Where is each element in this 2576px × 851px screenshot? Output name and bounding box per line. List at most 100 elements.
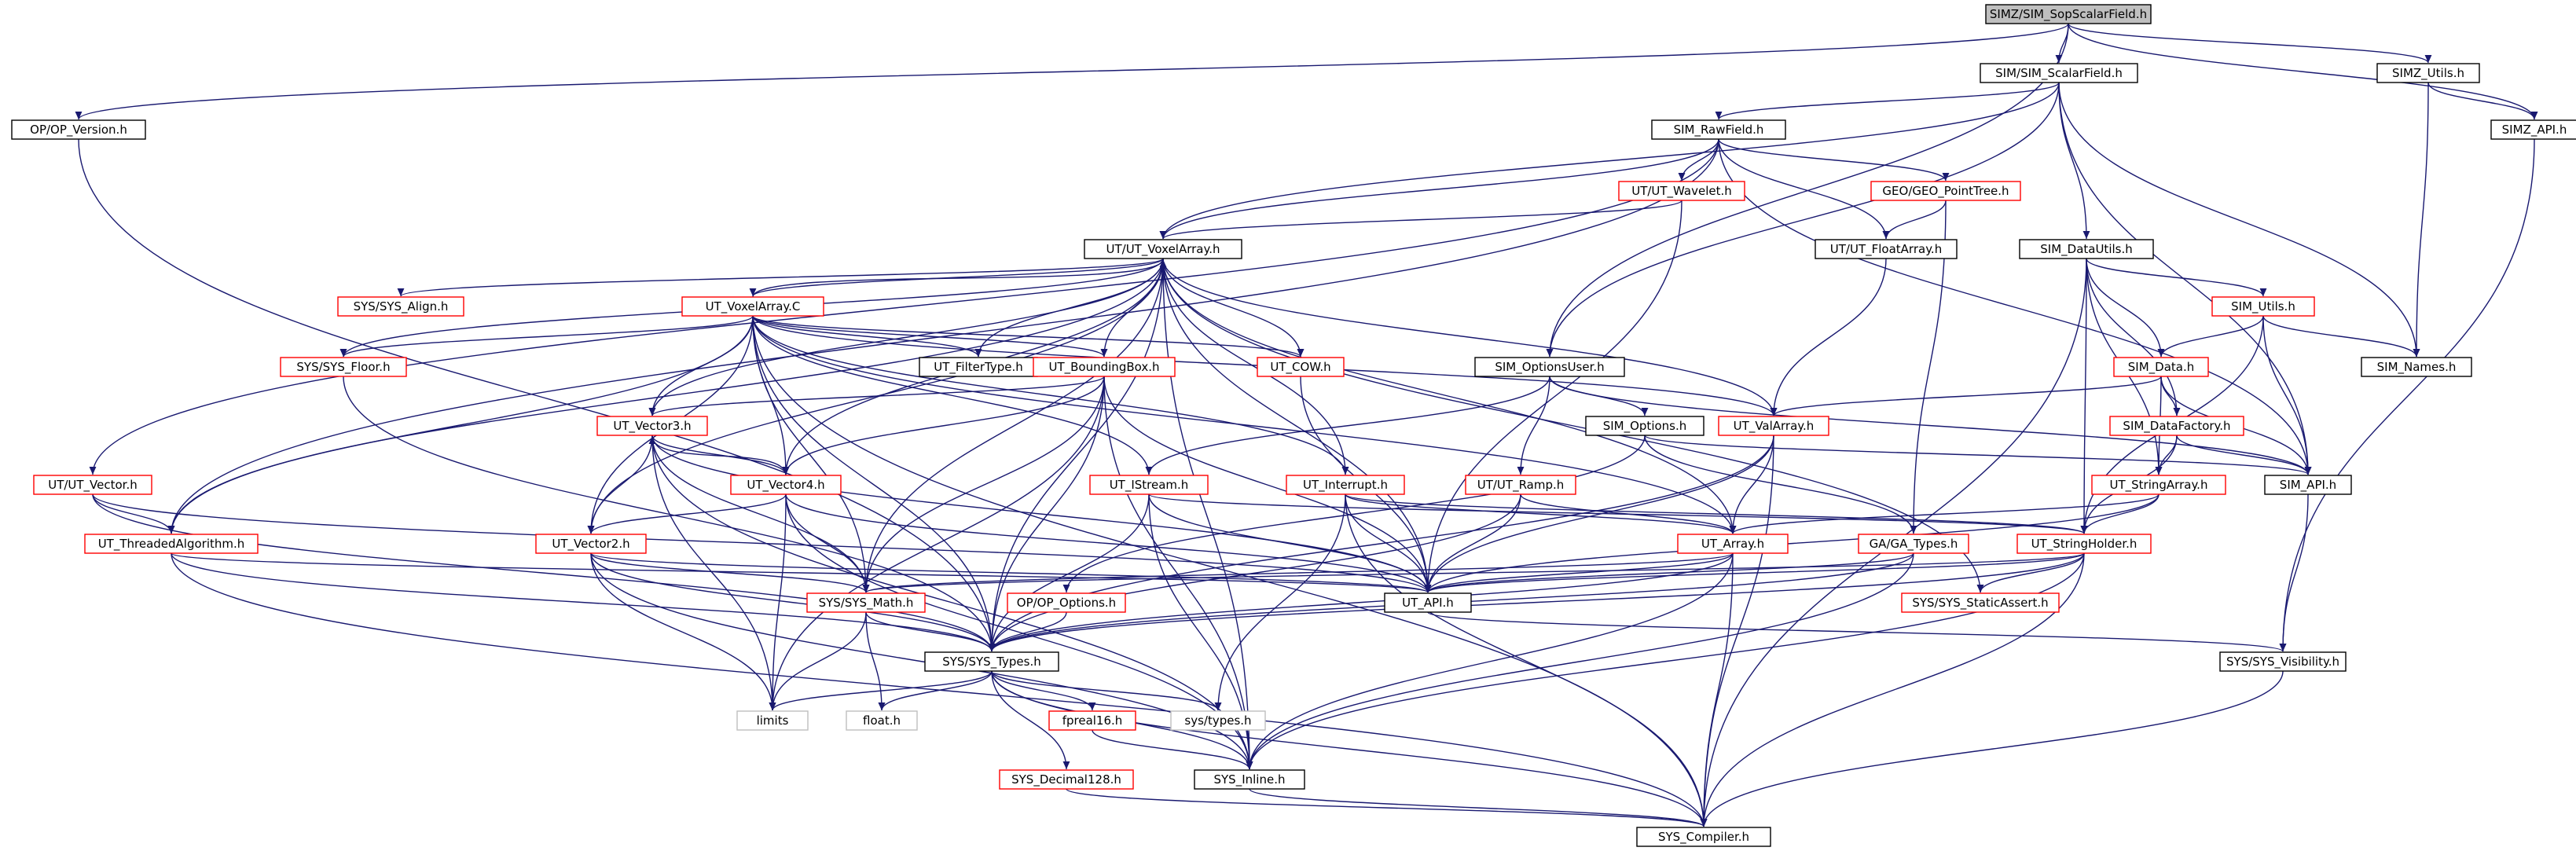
node-box — [1257, 357, 1345, 377]
node-ut-cow[interactable]: UT_COW.h — [1257, 357, 1345, 377]
node-label: SIM_API.h — [2280, 478, 2336, 493]
node-ut-istream[interactable]: UT_IStream.h — [1089, 475, 1209, 495]
edge-sim_rawfield-to-ut_voxelarray_h — [1159, 138, 1719, 240]
node-box — [2016, 534, 2152, 554]
node-box — [1870, 181, 2021, 201]
node-ut-stringholder[interactable]: UT_StringHolder.h — [2016, 534, 2152, 554]
edge-sim_utils-to-sim_data — [2157, 315, 2264, 358]
node-sys-compiler[interactable]: SYS_Compiler.h — [1636, 827, 1771, 847]
edge-ut_voxelarray_h-to-ut_voxelarray_c — [749, 258, 1164, 297]
node-simz-utils[interactable]: SIMZ_Utils.h — [2376, 63, 2480, 83]
node-ut-array[interactable]: UT_Array.h — [1677, 534, 1789, 554]
edge-sim_api-to-sys_visibility — [2279, 493, 2309, 652]
node-label: SYS/SYS_Visibility.h — [2226, 655, 2339, 669]
node-label: limits — [757, 713, 789, 728]
node-box — [1718, 416, 1829, 436]
edge-ut_vector2-to-limits — [590, 552, 776, 711]
node-sys-types-sys[interactable]: sys/types.h — [1170, 710, 1266, 731]
node-sys-decimal128[interactable]: SYS_Decimal128.h — [999, 769, 1134, 790]
node-simz-api[interactable]: SIMZ_API.h — [2490, 119, 2576, 140]
node-sim-optionsuser[interactable]: SIM_OptionsUser.h — [1474, 357, 1625, 377]
node-label: UT_Array.h — [1701, 537, 1764, 552]
node-sim-api[interactable]: SIM_API.h — [2264, 475, 2352, 495]
node-box — [736, 710, 809, 731]
node-sim-datafactory[interactable]: SIM_DataFactory.h — [2109, 416, 2244, 436]
node-label: SYS_Inline.h — [1214, 772, 1286, 787]
node-ut-boundingbox[interactable]: UT_BoundingBox.h — [1033, 357, 1176, 377]
node-sys-visibility[interactable]: SYS/SYS_Visibility.h — [2219, 651, 2347, 672]
node-limits[interactable]: limits — [736, 710, 809, 731]
edge-ut_boundingbox-to-sys_math — [862, 376, 1105, 593]
node-ut-filtertype[interactable]: UT_FilterType.h — [919, 357, 1038, 377]
node-fpreal16[interactable]: fpreal16.h — [1048, 710, 1136, 731]
node-box — [1033, 357, 1176, 377]
node-box — [1007, 592, 1126, 613]
node-box — [2490, 119, 2576, 140]
node-label: UT_BoundingBox.h — [1049, 360, 1160, 375]
node-sim-data[interactable]: SIM_Data.h — [2113, 357, 2209, 377]
node-box — [1465, 475, 1576, 495]
node-sys-align[interactable]: SYS/SYS_Align.h — [337, 296, 464, 317]
node-ut-vector2[interactable]: UT_Vector2.h — [535, 534, 647, 554]
node-ga-types[interactable]: GA/GA_Types.h — [1858, 534, 1969, 554]
node-sim-utils[interactable]: SIM_Utils.h — [2211, 296, 2315, 317]
node-float-h[interactable]: float.h — [846, 710, 918, 731]
node-label: OP/OP_Options.h — [1017, 596, 1116, 611]
edge-sys_inline-to-sys_compiler — [1249, 788, 1708, 827]
node-ut-wavelet[interactable]: UT/UT_Wavelet.h — [1618, 181, 1745, 201]
node-box — [1985, 4, 2152, 24]
edge-sim_scalarfield-to-ut_voxelarray_h — [1159, 82, 2060, 240]
node-layer: SIMZ/SIM_SopScalarField.hOP/OP_Version.h… — [11, 4, 2576, 847]
node-sys-floor[interactable]: SYS/SYS_Floor.h — [280, 357, 407, 377]
edge-ut_interrupt-to-ut_api — [1345, 493, 1432, 593]
node-box — [924, 651, 1059, 672]
edge-ut_voxelarray_c-to-ut_array — [752, 315, 1737, 534]
node-label: SIM_RawField.h — [1674, 123, 1764, 138]
node-sys-types[interactable]: SYS/SYS_Types.h — [924, 651, 1059, 672]
node-geo-pointtree[interactable]: GEO/GEO_PointTree.h — [1870, 181, 2021, 201]
edge-sim_scalarfield-to-sim_names — [2058, 82, 2420, 358]
node-op-options[interactable]: OP/OP_Options.h — [1007, 592, 1126, 613]
node-ut-floatarray[interactable]: UT/UT_FloatArray.h — [1815, 239, 1958, 259]
edge-ut_threadedalgorithm-to-sys_compiler — [171, 552, 1708, 827]
node-label: UT_IStream.h — [1110, 478, 1189, 493]
node-sim-scalarfield[interactable]: SIM/SIM_ScalarField.h — [1980, 63, 2138, 83]
node-box — [2109, 416, 2244, 436]
node-sim-options[interactable]: SIM_Options.h — [1585, 416, 1704, 436]
edge-sys_floor-to-sys_types — [343, 376, 996, 652]
edge-simz_api-to-sys_visibility — [2279, 138, 2535, 652]
node-sys-staticassert[interactable]: SYS/SYS_StaticAssert.h — [1901, 592, 2060, 613]
node-label: SIM/SIM_ScalarField.h — [1995, 66, 2123, 81]
node-box — [1618, 181, 1745, 201]
node-sim-datautils[interactable]: SIM_DataUtils.h — [2019, 239, 2154, 259]
node-ut-voxelarray-c[interactable]: UT_VoxelArray.C — [681, 296, 824, 317]
node-ut-vector4[interactable]: UT_Vector4.h — [730, 475, 842, 495]
node-sim-names[interactable]: SIM_Names.h — [2361, 357, 2472, 377]
edge-root-to-simz_api — [2068, 23, 2538, 120]
node-ut-threadedalgorithm[interactable]: UT_ThreadedAlgorithm.h — [84, 534, 259, 554]
node-sys-inline[interactable]: SYS_Inline.h — [1194, 769, 1305, 790]
edge-sys_types-to-sys_compiler — [991, 670, 1708, 827]
node-label: UT_Vector2.h — [552, 537, 629, 552]
node-op-version[interactable]: OP/OP_Version.h — [11, 119, 146, 140]
node-ut-voxelarray-h[interactable]: UT/UT_VoxelArray.h — [1084, 239, 1242, 259]
edge-ut_voxelarray_h-to-sys_align — [397, 258, 1164, 297]
node-ut-api[interactable]: UT_API.h — [1384, 592, 1472, 613]
node-label: SYS/SYS_Types.h — [942, 655, 1041, 669]
node-box — [1901, 592, 2060, 613]
node-label: SIM_Options.h — [1603, 419, 1687, 434]
edge-ut_voxelarray_c-to-ut_cow — [752, 315, 1305, 358]
node-ut-stringarray[interactable]: UT_StringArray.h — [2091, 475, 2226, 495]
node-ut-vector3[interactable]: UT_Vector3.h — [596, 416, 708, 436]
node-ut-interrupt[interactable]: UT_Interrupt.h — [1286, 475, 1405, 495]
node-sys-math[interactable]: SYS/SYS_Math.h — [806, 592, 926, 613]
node-label: UT_StringHolder.h — [2031, 537, 2137, 552]
node-sim-rawfield[interactable]: SIM_RawField.h — [1651, 119, 1786, 140]
edge-sim_rawfield-to-ut_threadedalgorithm — [167, 138, 1719, 534]
edge-ut_voxelarray_c-to-ut_boundingbox — [752, 315, 1108, 358]
node-root[interactable]: SIMZ/SIM_SopScalarField.h — [1985, 4, 2152, 24]
node-ut-vector[interactable]: UT/UT_Vector.h — [33, 475, 152, 495]
node-ut-ramp[interactable]: UT/UT_Ramp.h — [1465, 475, 1576, 495]
edge-ut_boundingbox-to-ut_vector4 — [782, 376, 1105, 475]
node-ut-valarray[interactable]: UT_ValArray.h — [1718, 416, 1829, 436]
